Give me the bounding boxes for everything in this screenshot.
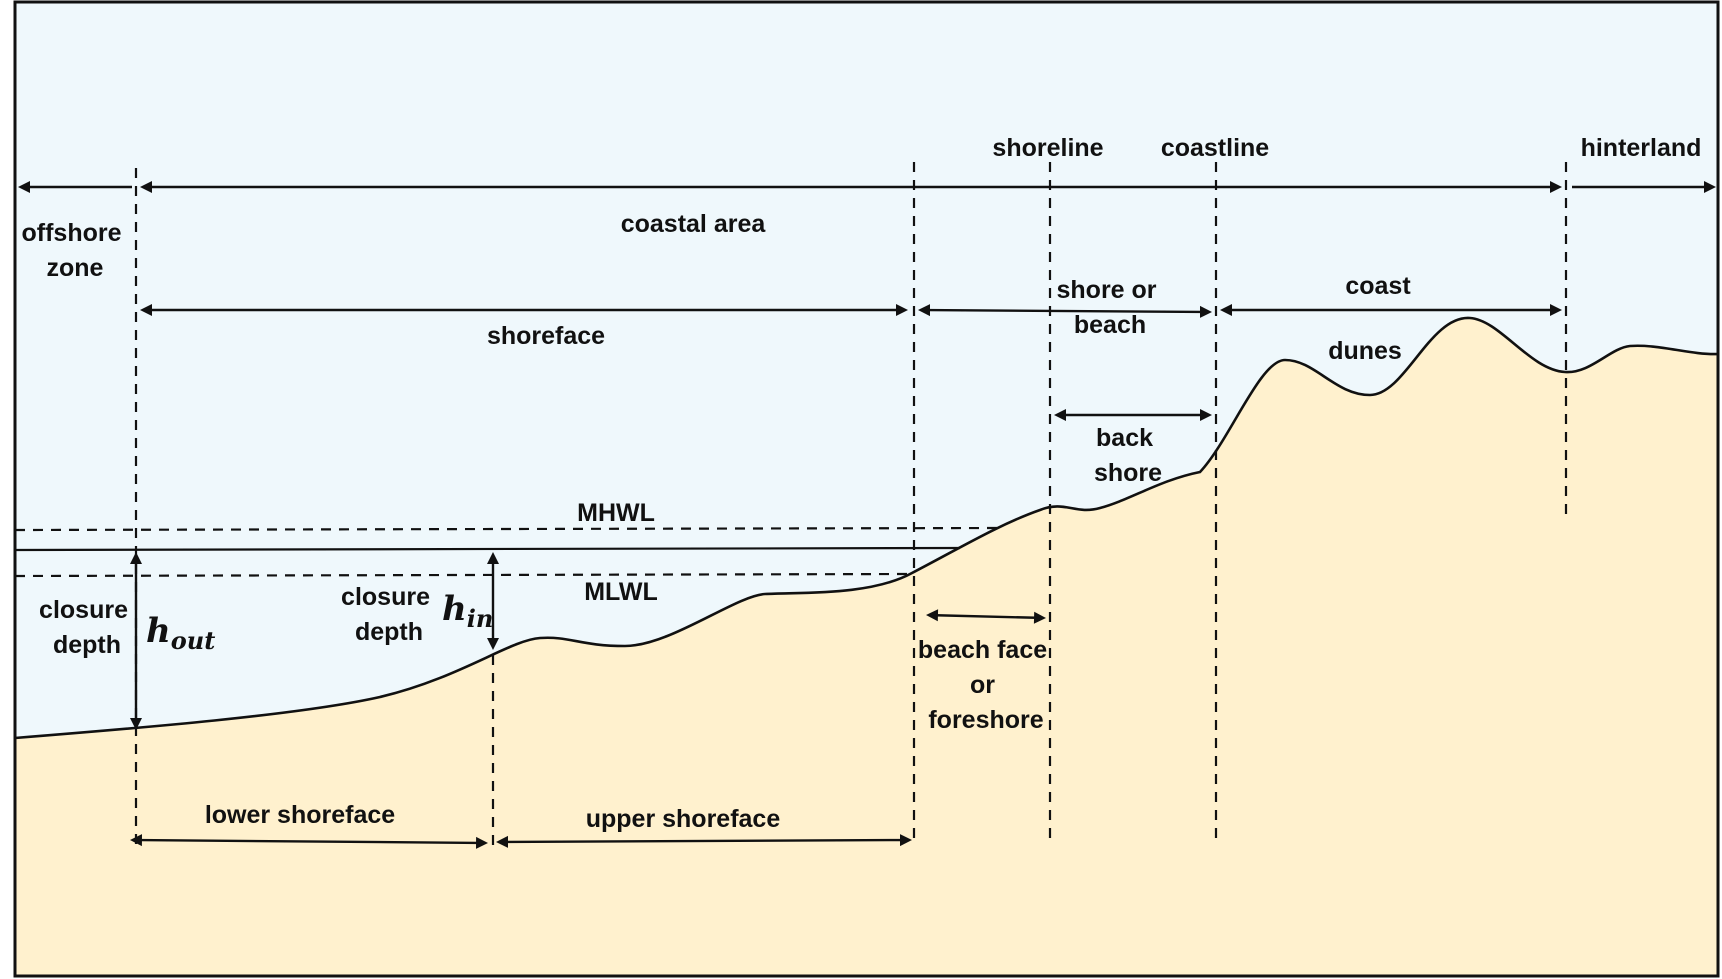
coastal-area-label: coastal area [621,210,767,238]
hinterland-arrow [1572,181,1716,193]
closure-depth-out-label: closure depth [39,596,135,659]
shore-or-beach-label: shore or beach [1057,276,1164,339]
shoreface-label: shoreface [487,322,605,350]
h-out-symbol: hout [146,611,215,655]
shoreline-label: shoreline [992,134,1103,162]
closure-depth-in-label: closure depth [341,583,437,646]
beach-face-arrow [926,609,1046,624]
mlwl-label: MLWL [584,578,658,606]
mhwl-line [14,526,999,532]
dimension-arrows [18,181,1716,849]
mhwl-label: MHWL [577,499,655,527]
beach-face-label: beach face or foreshore [918,636,1054,734]
frame-border [13,0,1720,978]
coastal-area-arrow [140,181,1562,193]
upper-shoreface-arrow [496,834,912,848]
closure-depth-out-arrow [130,552,142,730]
shoreface-arrow [140,304,908,316]
seabed-profile [13,316,1720,978]
offshore-zone-label: offshore zone [22,219,129,282]
back-shore-arrow [1054,409,1212,421]
upper-shoreface-label: upper shoreface [586,805,781,833]
hinterland-label: hinterland [1581,134,1702,162]
coast-arrow [1220,304,1562,316]
dunes-label: dunes [1328,337,1402,365]
coastline-label: coastline [1161,134,1269,162]
lower-shoreface-arrow [130,834,488,849]
offshore-zone-arrow [18,181,132,193]
mlwl-line [14,572,913,578]
lower-shoreface-label: lower shoreface [205,801,395,829]
h-in-symbol: hin [442,589,493,633]
back-shore-label: back shore [1094,424,1162,487]
coast-label: coast [1345,272,1411,300]
mean-water-line [14,546,961,552]
shore-or-beach-arrow [918,304,1212,318]
closure-depth-in-arrow [487,552,499,650]
